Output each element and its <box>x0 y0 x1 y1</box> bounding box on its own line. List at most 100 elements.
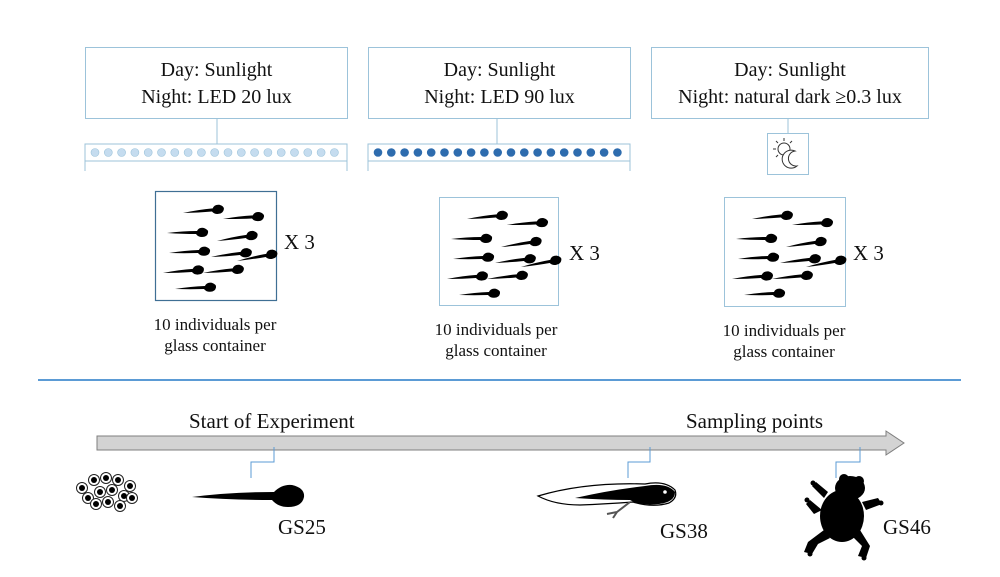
led-light <box>413 148 423 157</box>
egg-embryo-icon <box>103 475 109 481</box>
treatment-2-night: Night: LED 90 lux <box>424 86 575 108</box>
tadpole-icon <box>467 210 508 220</box>
tadpole-icon <box>447 271 489 281</box>
led-light <box>520 148 529 157</box>
led-light <box>263 148 273 157</box>
tadpole-icon <box>772 270 813 280</box>
frog-gs46-icon <box>804 474 884 561</box>
tadpole-icon <box>451 233 493 243</box>
tadpole-icon <box>223 211 265 222</box>
glass-container-3 <box>724 197 847 307</box>
stage-gs46-label: GS46 <box>883 515 931 539</box>
led-light <box>183 148 193 157</box>
tadpole-icon <box>736 233 778 243</box>
egg-embryo-icon <box>93 501 99 507</box>
led-light <box>559 148 569 157</box>
tadpole-icon <box>752 210 793 220</box>
led-light <box>466 148 476 157</box>
treatment-box-3: Day: Sunlight Night: natural dark ≥0.3 l… <box>651 47 929 119</box>
sun-moon-icon <box>767 133 809 175</box>
led-light <box>613 148 622 157</box>
tadpole-icon <box>167 227 209 237</box>
tadpole-icon <box>211 248 252 258</box>
egg-embryo-icon <box>97 489 103 495</box>
tadpole-icon <box>237 249 278 261</box>
treatment-3-day: Day: Sunlight <box>734 59 846 81</box>
led-light <box>373 148 383 157</box>
glass-container-2 <box>439 197 562 306</box>
egg-embryo-icon <box>109 487 115 493</box>
led-light <box>573 148 582 157</box>
led-light <box>586 148 596 157</box>
tadpole-icon <box>780 254 821 264</box>
led-light <box>276 148 286 157</box>
caption-3-line2: glass container <box>733 342 835 361</box>
egg-embryo-icon <box>129 495 135 501</box>
replicate-label-1: X 3 <box>284 230 315 254</box>
sampling-points-label: Sampling points <box>686 409 824 433</box>
container-caption-3: 10 individuals per glass container <box>694 320 874 362</box>
led-light <box>546 148 556 157</box>
led-light <box>250 148 259 157</box>
led-light <box>426 148 436 157</box>
tadpole-icon <box>163 265 205 275</box>
caption-3-line1: 10 individuals per <box>722 321 846 340</box>
start-of-experiment-label: Start of Experiment <box>189 409 355 433</box>
led-light <box>170 148 180 157</box>
led-light <box>237 148 246 157</box>
tadpole-icon <box>175 282 217 292</box>
led-strip-dim <box>84 143 348 171</box>
led-light <box>117 148 126 157</box>
tadpole-icon <box>169 246 211 256</box>
led-light <box>90 148 100 157</box>
tadpole-icon <box>521 255 562 267</box>
led-light <box>330 148 339 157</box>
treatment-2-day: Day: Sunlight <box>443 59 556 81</box>
tadpole-icon <box>183 204 224 214</box>
egg-embryo-icon <box>117 503 123 509</box>
tadpole-icon <box>732 271 774 281</box>
treatment-box-1: Day: Sunlight Night: LED 20 lux <box>85 47 348 119</box>
replicate-label-2: X 3 <box>569 241 600 265</box>
caption-2-line2: glass container <box>445 341 547 360</box>
treatment-1-day: Day: Sunlight <box>160 59 273 81</box>
egg-embryo-icon <box>105 499 111 505</box>
tadpole-icon <box>744 288 786 298</box>
tadpole-icon <box>501 236 542 247</box>
tadpole-gs38-icon <box>536 482 677 519</box>
led-light <box>290 148 299 157</box>
led-light <box>506 148 516 157</box>
tadpole-icon <box>487 270 528 280</box>
caption-1-line1: 10 individuals per <box>153 315 277 334</box>
tadpole-gs25-icon <box>192 484 305 507</box>
caption-2-line1: 10 individuals per <box>434 320 558 339</box>
glass-container-1 <box>154 190 278 302</box>
container-caption-2: 10 individuals per glass container <box>406 319 586 361</box>
timeline-arrow <box>96 430 905 456</box>
treatment-3-night: Night: natural dark ≥0.3 lux <box>678 86 902 108</box>
section-divider <box>38 379 961 381</box>
led-light <box>453 148 463 157</box>
tadpole-icon <box>786 236 827 247</box>
tadpole-group-1 <box>163 204 278 292</box>
tadpole-icon <box>738 252 780 262</box>
tadpole-icon <box>495 254 536 264</box>
tadpole-icon <box>459 288 501 298</box>
egg-embryo-icon <box>79 485 85 491</box>
led-light <box>143 148 153 157</box>
led-light <box>303 148 313 157</box>
egg-embryo-icon <box>85 495 91 501</box>
egg-embryo-icon <box>115 477 121 483</box>
egg-embryo-icon <box>127 483 133 489</box>
caption-1-line2: glass container <box>164 336 266 355</box>
led-light <box>130 148 140 157</box>
tadpole-group-3 <box>732 210 847 298</box>
stage-gs38-label: GS38 <box>660 519 708 543</box>
led-light <box>533 148 542 157</box>
treatment-1-night: Night: LED 20 lux <box>141 86 292 108</box>
stage-gs25-label: GS25 <box>278 515 326 539</box>
led-light <box>197 148 206 157</box>
egg-cluster-icon <box>76 472 138 512</box>
